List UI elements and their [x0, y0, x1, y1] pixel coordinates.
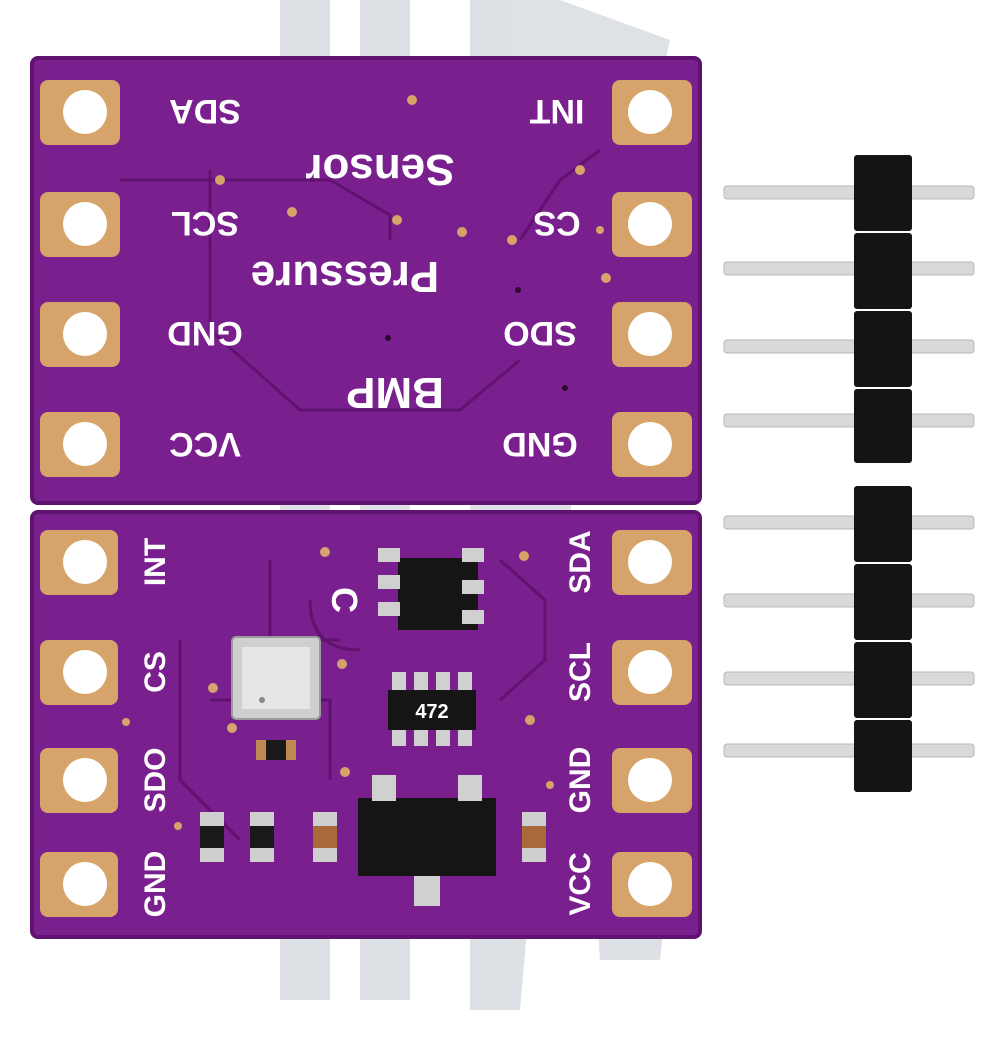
pin-label: SDA — [564, 530, 597, 593]
pin-label: INT — [139, 538, 172, 586]
resistor-array — [388, 672, 476, 746]
pin-label: CS — [139, 651, 172, 693]
pin-label: SDO — [503, 314, 577, 352]
pin-label: VCC — [564, 852, 597, 915]
pin-label: INT — [529, 92, 584, 130]
header-strip-top — [723, 155, 975, 463]
pressure-sensor-chip — [231, 636, 321, 720]
pin-label: SDO — [139, 747, 172, 812]
pin-label: VCC — [169, 425, 241, 463]
pin-label: SDA — [169, 92, 241, 130]
pin-label: GND — [564, 747, 597, 814]
board-title-bmp: BMP — [346, 368, 444, 417]
board-title-pressure: Pressure — [251, 252, 439, 301]
pin-label: CS — [533, 204, 580, 242]
pcb-top-board: Sensor Pressure BMP SDA SCL GND VCC INT … — [30, 56, 702, 505]
resistor-array-marking: 472 — [415, 701, 448, 723]
pin-label: SCL — [171, 204, 239, 242]
pin-label: GND — [502, 425, 578, 463]
smd-component — [200, 740, 546, 862]
ic-voltage-regulator — [358, 775, 496, 906]
header-strip-bottom — [723, 486, 975, 792]
pin-label: SCL — [564, 642, 597, 702]
silkscreen-capacitor-mark: C — [324, 587, 365, 613]
pcb-bottom-board: C 472 — [30, 510, 702, 939]
pin-label: GND — [139, 851, 172, 918]
board-title-sensor: Sensor — [305, 145, 454, 194]
ic-regulator — [378, 548, 484, 630]
pin-label: GND — [167, 314, 243, 352]
